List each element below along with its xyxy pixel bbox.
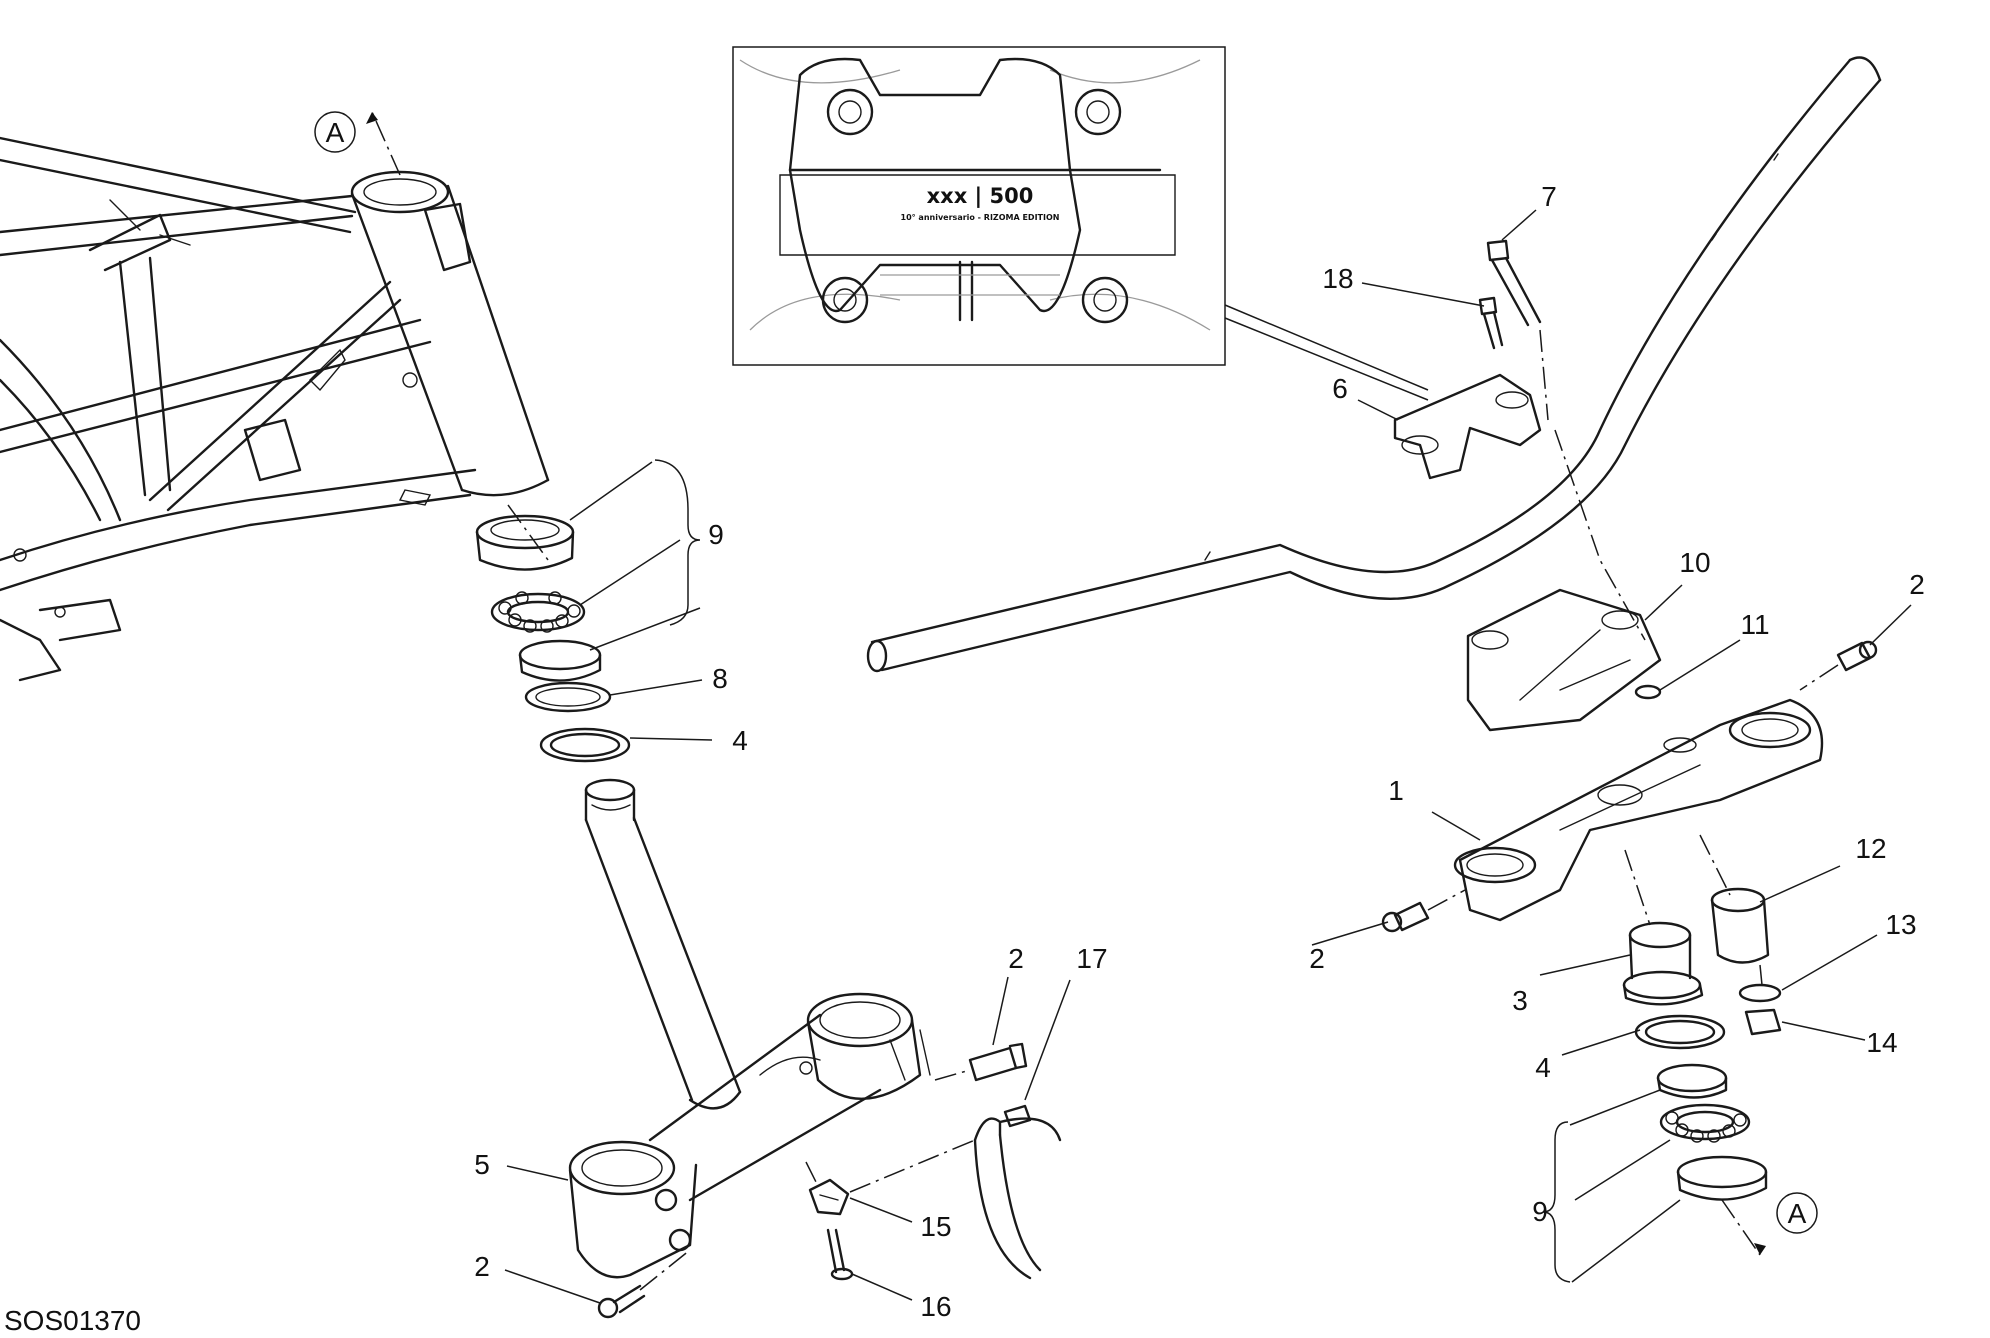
handlebar-clamp-parts [1393, 239, 1662, 732]
callout-12: 12 [1855, 833, 1886, 864]
callout-9: 9 [1532, 1196, 1548, 1227]
leader-lines [504, 209, 1912, 1304]
callout-11: 11 [1740, 609, 1769, 640]
right-lower-stack: A [1622, 834, 1818, 1256]
callout-18: 18 [1322, 263, 1353, 294]
diagram-code: SOS01370 [4, 1305, 141, 1336]
plate-engraving-line2: 10° anniversario - RIZOMA EDITION [901, 213, 1060, 222]
callout-labels: 1 2 2 2 2 3 4 4 5 6 7 8 9 9 10 11 12 13 … [474, 181, 1925, 1322]
callout-15: 15 [920, 1211, 951, 1242]
callout-17: 17 [1076, 943, 1107, 974]
hose-clamp-parts [805, 1117, 1062, 1281]
frame-drawing [0, 136, 550, 682]
callout-1: 1 [1388, 775, 1404, 806]
head-tube-axis [507, 504, 549, 561]
callout-16: 16 [920, 1291, 951, 1322]
callout-8: 8 [712, 663, 728, 694]
callout-6: 6 [1332, 373, 1348, 404]
lower-triple-clamp [568, 992, 931, 1279]
reference-marker-bottom: A [1788, 1198, 1807, 1229]
callout-10: 10 [1679, 547, 1710, 578]
callout-5: 5 [474, 1149, 490, 1180]
callout-2: 2 [1008, 943, 1024, 974]
upper-triple-clamp [1381, 640, 1878, 933]
callout-4: 4 [732, 725, 748, 756]
plate-engraving-line1: xxx | 500 [927, 184, 1034, 209]
svg-text:A: A [326, 117, 345, 148]
callout-9: 9 [708, 519, 724, 550]
callout-14: 14 [1866, 1027, 1897, 1058]
callout-3: 3 [1512, 985, 1528, 1016]
callout-4: 4 [1535, 1052, 1551, 1083]
handlebar [866, 56, 1882, 673]
reference-marker-top: A [314, 111, 401, 176]
left-bearing-stack [475, 514, 742, 1102]
callout-13: 13 [1885, 909, 1916, 940]
callout-2: 2 [1309, 943, 1325, 974]
callout-2: 2 [474, 1251, 490, 1282]
callout-7: 7 [1541, 181, 1557, 212]
callout-2: 2 [1909, 569, 1925, 600]
detail-inset: xxx | 500 10° anniversario - RIZOMA EDIT… [732, 46, 1429, 401]
